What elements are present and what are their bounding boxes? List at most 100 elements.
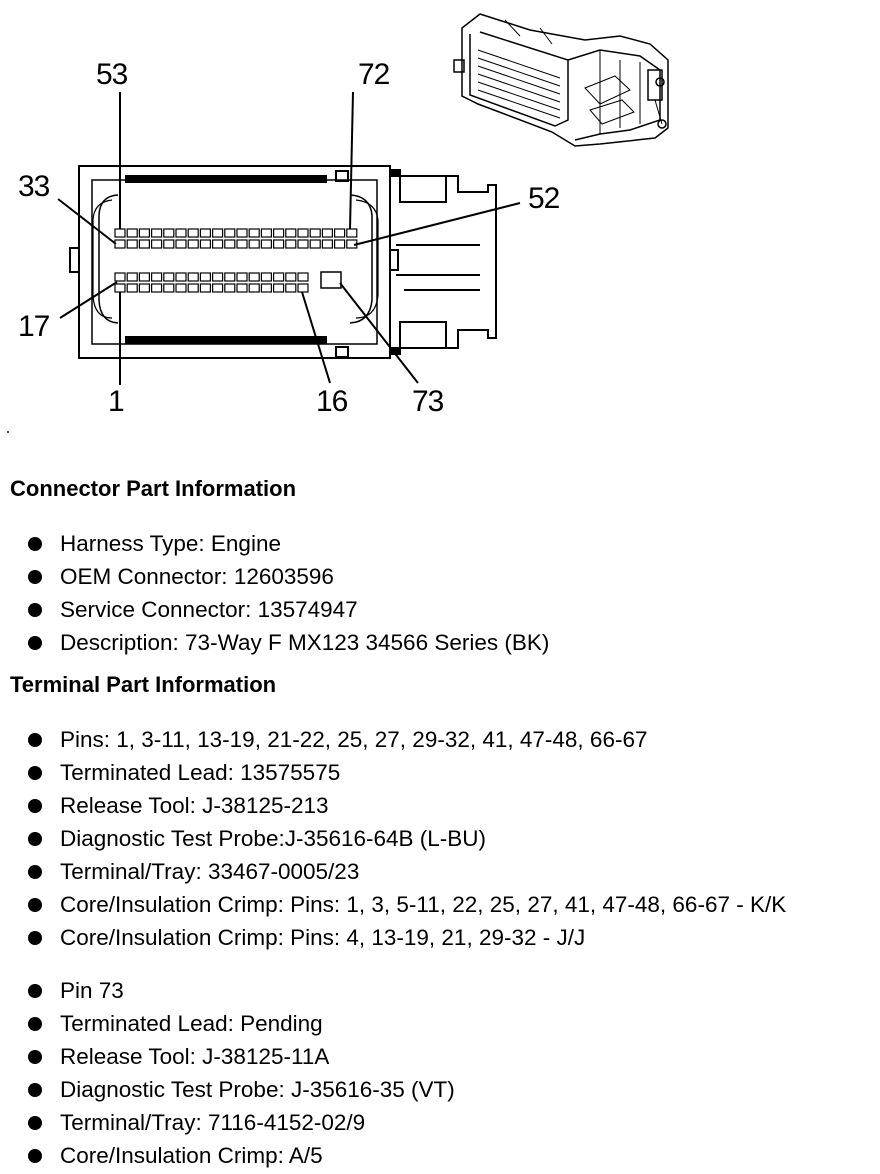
pin-cavity [248,228,260,238]
pin-cavity [187,283,199,293]
pin-cavity [175,272,187,282]
bullet-icon [28,931,42,945]
pin-cavity [236,239,248,249]
pin-cavity [260,272,272,282]
pin-cavity [199,272,211,282]
pin-cavity [236,228,248,238]
pin-cavity [297,228,309,238]
list-item: Harness Type: Engine [28,527,549,560]
pin-cavity [285,283,297,293]
terminal-part-list-group1: Pins: 1, 3-11, 13-19, 21-22, 25, 27, 29-… [28,723,786,954]
list-item-text: Terminal/Tray: 7116-4152-02/9 [60,1110,366,1135]
pin-cavity [187,272,199,282]
pin-cavity [187,239,199,249]
connector-diagram: 53 72 33 52 17 1 16 73 [7,13,669,433]
pin-cavity [236,283,248,293]
list-item-text: Core/Insulation Crimp: Pins: 1, 3, 5-11,… [60,892,787,917]
list-item-text: Core/Insulation Crimp: Pins: 4, 13-19, 2… [60,925,586,950]
leader-16 [301,291,331,384]
list-item: Description: 73-Way F MX123 34566 Series… [28,626,549,659]
pin-cavity [273,283,285,293]
leader-52 [353,202,521,246]
pin-cavity [212,272,224,282]
list-item: Core/Insulation Crimp: A/5 [28,1139,455,1172]
bullet-icon [28,636,42,650]
list-item: Release Tool: J-38125-213 [28,789,786,822]
pin-cavity [260,239,272,249]
pin-cavity [212,239,224,249]
pin-cavity [236,272,248,282]
bullet-icon [28,799,42,813]
pin-cavity [273,239,285,249]
list-item: Diagnostic Test Probe: J-35616-35 (VT) [28,1073,455,1106]
pin-cavity [114,228,126,238]
bullet-icon [28,1116,42,1130]
pin-cavity [151,228,163,238]
pin-cavity [114,283,126,293]
pin-cavity [321,239,333,249]
pin-cavity [297,272,309,282]
pin-cavity [163,228,175,238]
pin-label-73: 73 [412,385,444,418]
pin-cavity [163,272,175,282]
pin-cavity [199,239,211,249]
pin-cavity [248,272,260,282]
pin-cavity [224,239,236,249]
leader-17 [59,281,118,319]
pin-label-1: 1 [108,385,124,418]
list-item-text: Description: 73-Way F MX123 34566 Series… [60,630,550,655]
pin-cavity [187,228,199,238]
pin-cavity [260,228,272,238]
leader-73 [339,282,419,384]
pin-73-cavity [320,271,342,289]
list-item: Pin 73 [28,974,455,1007]
pin-cavity [175,283,187,293]
pin-cavity [138,228,150,238]
pin-cavity [224,283,236,293]
pin-cavity [199,283,211,293]
bullet-icon [28,1149,42,1163]
pin-cavity [151,272,163,282]
pin-cavity [273,272,285,282]
pin-cavity [151,239,163,249]
list-item: Terminated Lead: Pending [28,1007,455,1040]
bullet-icon [28,1083,42,1097]
connector-body [78,165,391,359]
pin-cavity [224,228,236,238]
pin-cavity [346,228,358,238]
bullet-icon [28,766,42,780]
terminal-part-heading: Terminal Part Information [10,672,277,697]
bullet-icon [28,537,42,551]
pin-cavity [309,239,321,249]
list-item-text: Terminated Lead: 13575575 [60,760,341,785]
pin-cavity [199,228,211,238]
pin-cavity [297,283,309,293]
pin-cavity [224,272,236,282]
bullet-icon [28,865,42,879]
pin-label-72: 72 [358,58,390,91]
pin-cavity [285,272,297,282]
pin-cavity [126,283,138,293]
pin-cavity [321,228,333,238]
pin-label-33: 33 [18,170,50,203]
pin-cavity [138,283,150,293]
connector-3d-illustration [453,13,669,147]
list-item-text: Core/Insulation Crimp: A/5 [60,1143,323,1168]
pin-cavity [309,228,321,238]
pin-cavity [334,239,346,249]
pin-cavity [175,228,187,238]
pin-label-52: 52 [528,182,560,215]
pin-cavity [114,239,126,249]
list-item-text: Diagnostic Test Probe:J-35616-64B (L-BU) [60,826,487,851]
pin-cavity [138,239,150,249]
pin-cavity [138,272,150,282]
bullet-icon [28,832,42,846]
connector-housing-right [390,175,497,349]
pin-cavity [334,228,346,238]
list-item-text: Release Tool: J-38125-213 [60,793,329,818]
list-item: Pins: 1, 3-11, 13-19, 21-22, 25, 27, 29-… [28,723,786,756]
bullet-icon [28,733,42,747]
pin-cavity [126,239,138,249]
